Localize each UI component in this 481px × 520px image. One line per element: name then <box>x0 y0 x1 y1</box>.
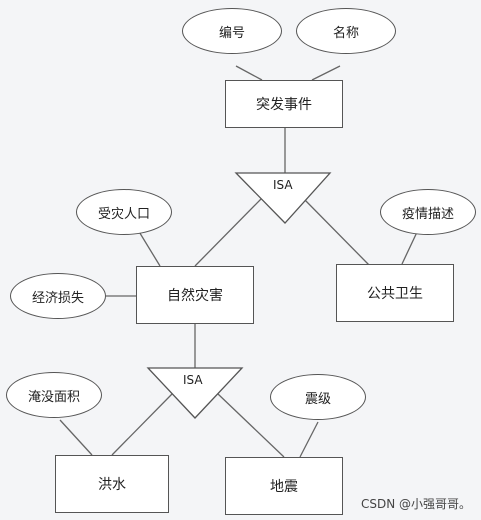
attribute-epidemic-description: 疫情描述 <box>380 189 476 235</box>
link-isa-earthquake <box>217 393 285 458</box>
attribute-affected-population: 受灾人口 <box>76 189 172 235</box>
link-magnitude <box>299 421 319 458</box>
entity-public-health: 公共卫生 <box>336 264 454 322</box>
link-name-sudden-event <box>311 65 341 81</box>
entity-flood: 洪水 <box>55 455 169 513</box>
link-isa-natural-disaster <box>194 197 263 267</box>
attribute-name: 名称 <box>296 8 396 54</box>
link-isa-flood <box>111 393 173 456</box>
attribute-magnitude: 震级 <box>270 374 366 420</box>
entity-earthquake: 地震 <box>225 457 343 515</box>
isa-label-top: ISA <box>273 178 293 192</box>
isa-triangle-top <box>234 172 332 224</box>
entity-natural-disaster: 自然灾害 <box>136 266 254 324</box>
link-flooded-area <box>59 419 93 456</box>
link-epidemic-description <box>401 229 419 265</box>
entity-sudden-event: 突发事件 <box>225 80 343 128</box>
attribute-economic-loss: 经济损失 <box>10 273 106 319</box>
link-isa-public-health <box>302 197 371 267</box>
isa-triangle-bottom <box>146 367 244 419</box>
isa-label-bottom: ISA <box>183 373 203 387</box>
attribute-id: 编号 <box>182 8 282 54</box>
link-id-sudden-event <box>235 65 263 81</box>
watermark: CSDN @小强哥哥。 <box>360 497 471 511</box>
attribute-flooded-area: 淹没面积 <box>6 372 102 418</box>
